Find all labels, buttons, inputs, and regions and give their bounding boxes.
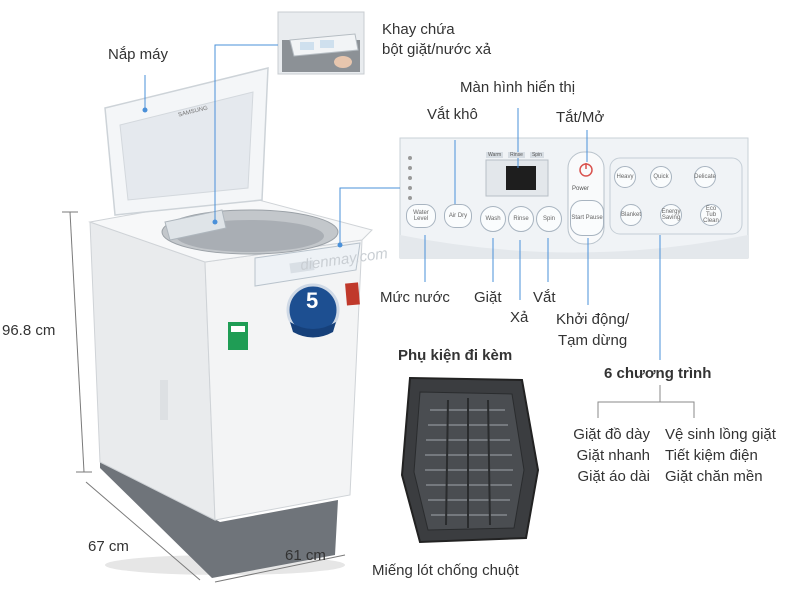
- badge-ribbon: [290, 322, 336, 338]
- accessory-title: Phụ kiện đi kèm: [398, 347, 513, 364]
- programs-left-list: Giặt đồ dày Giặt nhanh Giặt áo dài: [510, 424, 650, 487]
- accessory-mat: [400, 376, 540, 544]
- program-item: Giặt áo dài: [577, 468, 650, 485]
- water-level-label: Mức nước: [380, 289, 450, 306]
- machine-base: [100, 455, 338, 578]
- callout-panel: [339, 187, 400, 243]
- spin-button[interactable]: Spin: [536, 206, 562, 232]
- program-delicate-button[interactable]: Delicate: [694, 166, 716, 188]
- water-level-button[interactable]: Water Level: [406, 204, 436, 228]
- display-tab-warm: Warm: [486, 152, 504, 158]
- program-item: Giặt nhanh: [576, 447, 650, 464]
- program-item: Vệ sinh lồng giặt: [665, 426, 776, 443]
- power-button-label[interactable]: Power: [572, 186, 590, 192]
- program-item: Giặt đồ dày: [573, 426, 650, 443]
- lid-glass: [119, 91, 254, 201]
- spin-label: Vắt: [533, 289, 556, 306]
- side-vent: [160, 380, 168, 420]
- dimension-height: 96.8 cm: [2, 322, 56, 339]
- display-tab-spin: Spin: [529, 152, 544, 158]
- rinse-button[interactable]: Rinse: [508, 206, 534, 232]
- programs-bracket: [597, 385, 695, 418]
- program-quick-button[interactable]: Quick: [650, 166, 672, 188]
- callout-lines: [142, 44, 661, 360]
- panel-display-screen: [506, 166, 536, 190]
- air-dry-button[interactable]: Air Dry: [444, 204, 472, 228]
- tray-label-line2: bột giặt/nước xả: [382, 41, 492, 58]
- panel-display-tabs: Warm Rinse Spin: [486, 152, 544, 158]
- program-item: Tiết kiệm điện: [665, 447, 758, 464]
- display-label: Màn hình hiển thị: [460, 79, 576, 96]
- program-energy-saving-button[interactable]: Energy Saving: [660, 204, 682, 226]
- program-heavy-button[interactable]: Heavy: [614, 166, 636, 188]
- tray-inset-hand: [334, 56, 352, 68]
- wash-label: Giặt: [474, 289, 502, 306]
- dim-height-line: [69, 211, 85, 473]
- program-blanket-button[interactable]: Blanket: [620, 204, 642, 226]
- display-tab-rinse: Rinse: [508, 152, 525, 158]
- accessory-name: Miếng lót chống chuột: [372, 562, 519, 579]
- machine-front: [204, 239, 363, 521]
- dimension-width: 61 cm: [285, 547, 326, 564]
- dimension-depth: 67 cm: [88, 538, 129, 555]
- mat-dividers: [445, 398, 491, 528]
- detergent-drawer: [164, 209, 227, 241]
- program-eco-tub-clean-button[interactable]: Eco Tub Clean: [700, 204, 722, 226]
- programs-title: 6 chương trình: [604, 365, 712, 382]
- dim-depth-line: [85, 481, 201, 581]
- tray-inset: [277, 11, 365, 75]
- rinse-label: Xả: [510, 309, 529, 326]
- start-label-line1: Khởi động/: [556, 311, 630, 328]
- tray-inset-slot-b: [320, 40, 334, 48]
- callout-tray: [214, 44, 278, 220]
- program-cluster-frame: [609, 157, 743, 235]
- start-pause-button[interactable]: Start Pause: [570, 200, 604, 236]
- panel-inset-curve: [400, 235, 748, 258]
- programs-right-list: Vệ sinh lồng giặt Tiết kiệm điện Giặt ch…: [665, 424, 776, 487]
- washing-machine: [88, 67, 373, 578]
- tray-inset-slot-a: [300, 42, 314, 50]
- tray-label-line1: Khay chứa: [382, 21, 455, 38]
- front-tag: [345, 282, 360, 306]
- badge-number: 5: [306, 288, 319, 313]
- energy-label-stripe: [231, 326, 245, 332]
- machine-mini-display: [289, 260, 315, 274]
- lid-label: Nắp máy: [108, 46, 169, 63]
- water-level-leds: [408, 156, 412, 200]
- dimension-lines: [62, 211, 346, 583]
- start-label-line2: Tạm dừng: [558, 332, 628, 349]
- dim-width-line: [214, 554, 346, 583]
- program-item: Giặt chăn mền: [665, 468, 763, 485]
- spin-dry-label: Vắt khô: [427, 106, 478, 123]
- wash-button[interactable]: Wash: [480, 206, 506, 232]
- power-label: Tắt/Mở: [556, 109, 605, 126]
